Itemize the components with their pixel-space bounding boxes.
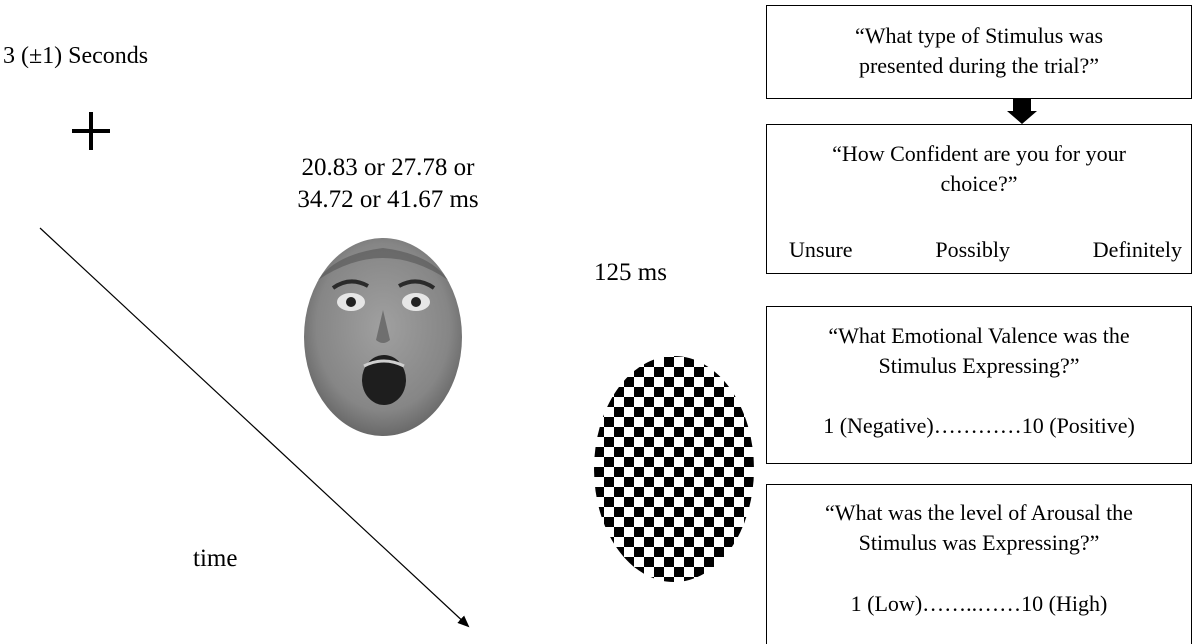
flow-down-arrow: [1007, 99, 1037, 124]
q4-line1: “What was the level of Arousal the: [825, 500, 1133, 525]
face-stimulus-image: [304, 238, 462, 436]
question-box-confidence: “How Confident are you for your choice?”…: [766, 124, 1192, 274]
q3-line2: Stimulus Expressing?”: [878, 353, 1080, 378]
mask-duration-label: 125 ms: [594, 259, 667, 286]
stimulus-duration-label: 20.83 or 27.78 or 34.72 or 41.67 ms: [270, 152, 506, 216]
fixation-duration-label: 3 (±1) Seconds: [3, 43, 149, 69]
q3-line1: “What Emotional Valence was the: [828, 323, 1130, 348]
confidence-option-unsure: Unsure: [789, 237, 853, 262]
q2-line1: “How Confident are you for your: [832, 141, 1126, 166]
q1-line2: presented during the trial?”: [858, 53, 1100, 78]
question-box-valence: “What Emotional Valence was the Stimulus…: [766, 306, 1192, 464]
time-arrow: [39, 227, 470, 628]
arousal-scale: 1 (Low)……..……10 (High): [850, 591, 1108, 616]
question-box-stimulus-type: “What type of Stimulus was presented dur…: [766, 5, 1192, 99]
confidence-option-definitely: Definitely: [1092, 237, 1182, 262]
q2-line2: choice?”: [940, 171, 1018, 196]
question-box-arousal: “What was the level of Arousal the Stimu…: [766, 484, 1192, 644]
q4-line2: Stimulus was Expressing?”: [858, 530, 1100, 555]
time-label: time: [193, 545, 238, 572]
valence-scale: 1 (Negative)…………10 (Positive): [823, 413, 1135, 438]
stimulus-duration-line1: 20.83 or 27.78 or: [301, 154, 475, 181]
fixation-cross: [72, 112, 110, 150]
checkerboard-mask-image: [594, 356, 754, 582]
q1-line1: “What type of Stimulus was: [854, 23, 1104, 48]
confidence-option-possibly: Possibly: [935, 237, 1010, 262]
stimulus-duration-line2: 34.72 or 41.67 ms: [297, 186, 479, 213]
